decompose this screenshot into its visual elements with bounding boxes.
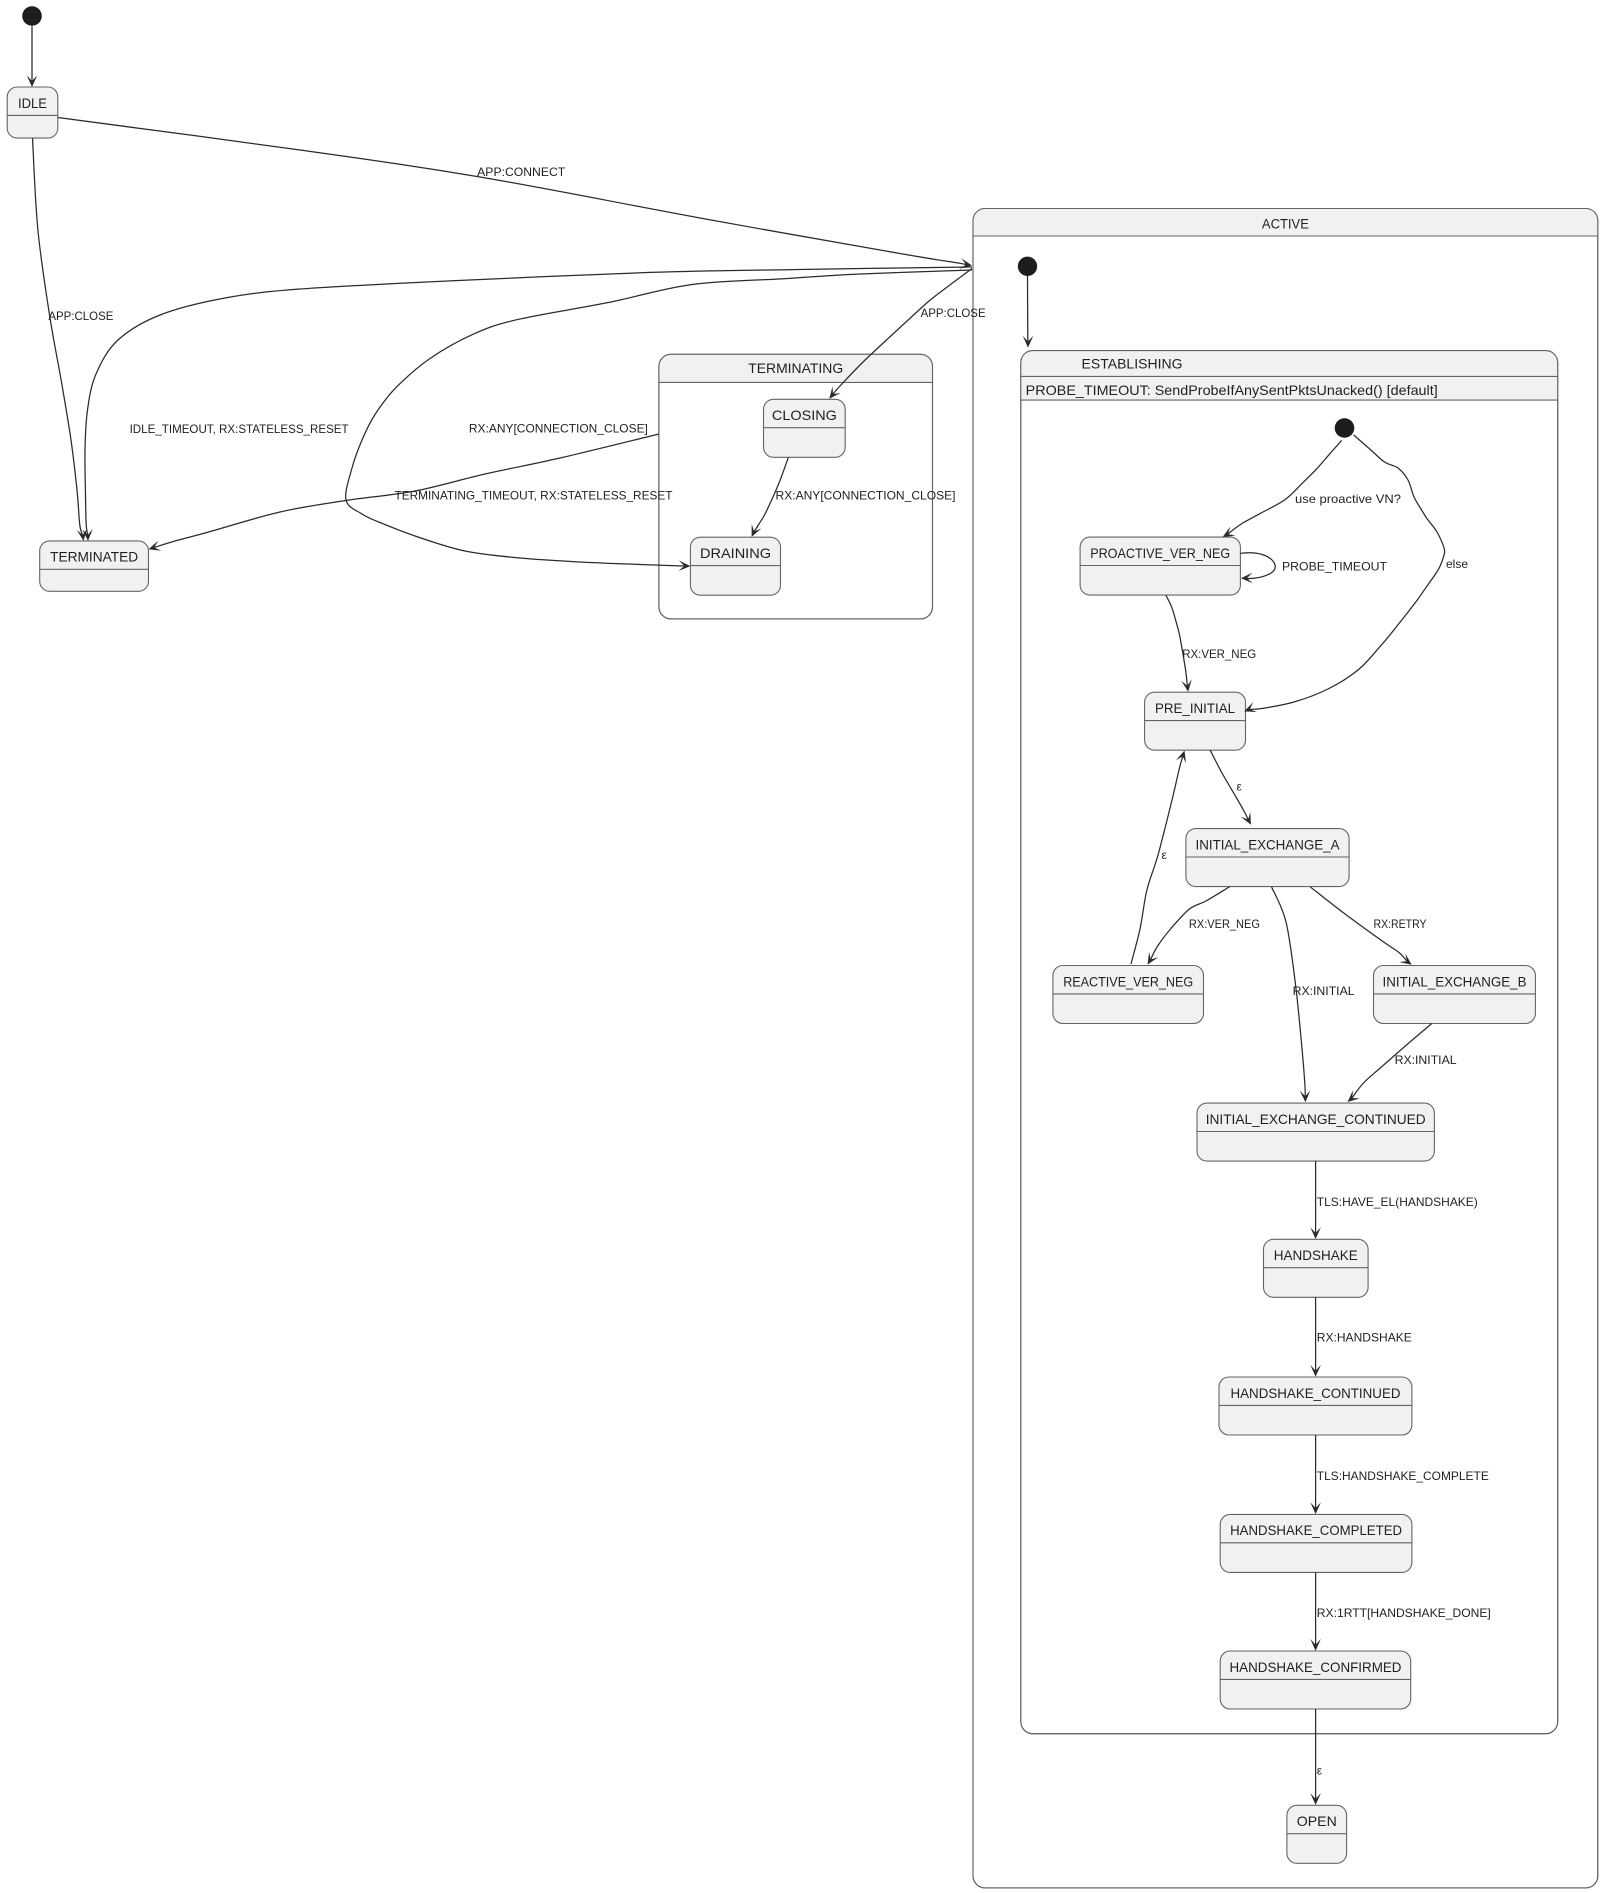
svg-text:ESTABLISHING: ESTABLISHING <box>1082 356 1183 372</box>
svg-text:RX:ANY[CONNECTION_CLOSE]: RX:ANY[CONNECTION_CLOSE] <box>776 488 956 502</box>
svg-text:PROBE_TIMEOUT: PROBE_TIMEOUT <box>1282 559 1388 573</box>
svg-text:HANDSHAKE_COMPLETED: HANDSHAKE_COMPLETED <box>1230 1522 1402 1538</box>
svg-text:IDLE: IDLE <box>18 95 47 111</box>
svg-text:CLOSING: CLOSING <box>772 407 837 423</box>
svg-text:PROACTIVE_VER_NEG: PROACTIVE_VER_NEG <box>1090 545 1230 561</box>
svg-text:ε: ε <box>1162 848 1168 862</box>
svg-text:HANDSHAKE_CONTINUED: HANDSHAKE_CONTINUED <box>1231 1385 1401 1401</box>
svg-text:REACTIVE_VER_NEG: REACTIVE_VER_NEG <box>1063 973 1193 989</box>
svg-text:RX:INITIAL: RX:INITIAL <box>1395 1053 1457 1067</box>
svg-text:TERMINATING_TIMEOUT, RX:STATEL: TERMINATING_TIMEOUT, RX:STATELESS_RESET <box>395 489 674 503</box>
svg-text:OPEN: OPEN <box>1297 1813 1337 1829</box>
svg-text:ε: ε <box>1317 1764 1323 1778</box>
svg-text:HANDSHAKE: HANDSHAKE <box>1274 1247 1358 1263</box>
svg-text:RX:1RTT[HANDSHAKE_DONE]: RX:1RTT[HANDSHAKE_DONE] <box>1317 1606 1491 1620</box>
svg-text:TLS:HANDSHAKE_COMPLETE: TLS:HANDSHAKE_COMPLETE <box>1317 1469 1489 1483</box>
svg-text:TLS:HAVE_EL(HANDSHAKE): TLS:HAVE_EL(HANDSHAKE) <box>1317 1195 1478 1209</box>
svg-text:RX:HANDSHAKE: RX:HANDSHAKE <box>1317 1331 1412 1345</box>
svg-text:INITIAL_EXCHANGE_CONTINUED: INITIAL_EXCHANGE_CONTINUED <box>1206 1111 1426 1127</box>
svg-text:PROBE_TIMEOUT: SendProbeIfAnyS: PROBE_TIMEOUT: SendProbeIfAnySentPktsUna… <box>1026 382 1438 398</box>
svg-text:INITIAL_EXCHANGE_A: INITIAL_EXCHANGE_A <box>1196 836 1341 852</box>
svg-text:APP:CLOSE: APP:CLOSE <box>48 309 113 323</box>
svg-text:IDLE_TIMEOUT, RX:STATELESS_RES: IDLE_TIMEOUT, RX:STATELESS_RESET <box>130 422 350 436</box>
svg-text:HANDSHAKE_CONFIRMED: HANDSHAKE_CONFIRMED <box>1230 1659 1402 1675</box>
svg-text:ACTIVE: ACTIVE <box>1262 216 1309 232</box>
svg-text:APP:CLOSE: APP:CLOSE <box>921 306 986 320</box>
svg-text:RX:INITIAL: RX:INITIAL <box>1293 984 1355 998</box>
svg-text:TERMINATED: TERMINATED <box>50 549 138 565</box>
svg-text:RX:VER_NEG: RX:VER_NEG <box>1182 647 1256 661</box>
svg-text:RX:RETRY: RX:RETRY <box>1374 917 1427 931</box>
svg-text:ε: ε <box>1237 780 1243 794</box>
svg-text:else: else <box>1446 557 1468 571</box>
svg-text:TERMINATING: TERMINATING <box>748 360 843 376</box>
svg-text:INITIAL_EXCHANGE_B: INITIAL_EXCHANGE_B <box>1383 973 1527 989</box>
svg-text:RX:ANY[CONNECTION_CLOSE]: RX:ANY[CONNECTION_CLOSE] <box>469 421 648 435</box>
svg-text:DRAINING: DRAINING <box>700 545 771 561</box>
svg-text:use proactive VN?: use proactive VN? <box>1295 492 1401 506</box>
svg-text:RX:VER_NEG: RX:VER_NEG <box>1189 917 1260 931</box>
svg-text:PRE_INITIAL: PRE_INITIAL <box>1155 700 1235 716</box>
svg-text:APP:CONNECT: APP:CONNECT <box>477 165 566 179</box>
